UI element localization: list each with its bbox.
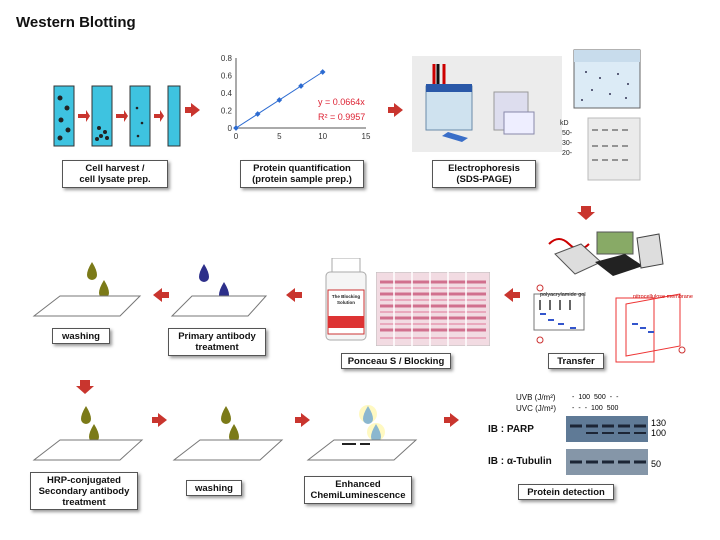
flow-arrow-left [504,288,520,302]
uvb-value: - [572,394,575,401]
sds-page-gel [573,49,641,181]
uvb-value: 500 [594,394,606,401]
step-washing-2: washing [186,480,242,496]
y-tick-label: 0.2 [221,107,233,116]
flow-arrow [444,413,459,427]
data-point [254,111,261,117]
data-point [298,83,304,89]
step-cell-harvest: Cell harvest / cell lysate prep. [62,160,168,188]
cell-tubes-illustration [53,85,181,147]
uvc-values: - - - 100 500 [572,405,618,412]
data-point [319,69,326,75]
y-tick-label: 0.4 [221,89,233,98]
step-protein-detection: Protein detection [518,484,614,500]
data-point [276,97,283,103]
ponceau-membrane [376,272,490,346]
step-primary-antibody: Primary antibody treatment [168,328,266,356]
uvb-value: - [609,394,613,401]
membrane-label: nitrocellulose membrane [633,294,693,300]
step-electrophoresis: Electrophoresis (SDS-PAGE) [432,160,536,188]
uvc-value: 100 [591,405,603,412]
marker-30: 30- [562,140,573,147]
step-ponceau-blocking: Ponceau S / Blocking [341,353,451,369]
marker-20: 20- [562,150,573,157]
flow-arrow [388,103,403,117]
blocking-solution-bottle [325,258,367,341]
gel-label: polyacrylamide gel [540,292,586,298]
x-tick-label: 10 [318,132,327,141]
x-tick-label: 0 [234,132,239,141]
washing-illustration-2 [172,406,284,461]
ib-parp-label: IB : PARP [488,424,534,435]
transfer-diagram [533,284,686,363]
primary-antibody-illustration [170,264,268,317]
y-tick-label: 0 [228,124,233,133]
marker-50: 50- [562,130,573,137]
data-point [233,125,239,131]
kd-label: kD [560,120,569,127]
step-ecl: Enhanced ChemiLuminescence [304,476,412,504]
step-hrp-secondary: HRP-conjugated Secondary antibody treatm… [30,472,138,510]
y-tick-label: 0.6 [221,72,233,81]
uvc-value: - [578,405,581,412]
step-transfer: Transfer [548,353,604,369]
electrophoresis-apparatus [412,56,562,152]
ib-tubulin-label: IB : α-Tubulin [488,456,552,467]
standard-curve-chart: 0 5 10 15 0 0.2 0.4 0.6 0.8 [221,54,371,141]
flow-arrow [152,413,167,427]
uvc-value: - [572,405,575,412]
regression-equation: y = 0.0664x [318,97,365,107]
x-tick-label: 5 [277,132,282,141]
uvc-value: 500 [606,405,619,412]
step-washing-1: washing [52,328,110,344]
uvb-value: - [616,394,619,401]
ecl-illustration [306,405,418,461]
mw-100: 100 [651,428,667,438]
uvb-values: - 100 500 - - [572,394,618,401]
page-title: Western Blotting [16,14,136,31]
flow-arrow-left [286,288,302,302]
flow-arrow-left [153,288,169,302]
flow-arrow-down [577,206,595,220]
western-blot-result [566,416,648,475]
x-tick-label: 15 [362,132,371,141]
washing-illustration [32,262,142,317]
uvb-value: 100 [578,394,591,401]
y-tick-label: 0.8 [221,54,233,63]
flow-arrow-down [76,380,94,394]
hrp-secondary-illustration [32,406,144,461]
mw-50: 50 [651,459,662,469]
bottle-label-2: Solution [337,300,355,305]
flow-arrow [185,103,200,117]
uvb-label: UVB (J/m²) [516,393,556,402]
uvc-label: UVC (J/m²) [516,404,556,413]
flow-arrow [295,413,310,427]
bottle-label-1: The Blocking [331,294,361,299]
uvc-value: - [584,405,588,412]
step-protein-quant: Protein quantification (protein sample p… [240,160,364,188]
r-squared: R² = 0.9957 [318,112,366,122]
mw-130: 130 [651,418,667,428]
transfer-apparatus [548,231,664,276]
